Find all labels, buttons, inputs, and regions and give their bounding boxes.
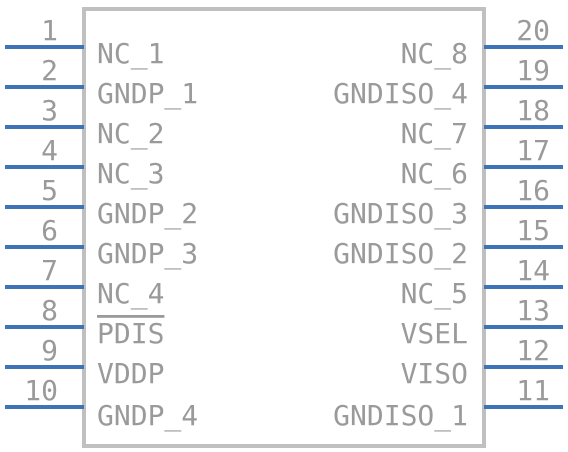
- pin-12-number: 12: [516, 334, 550, 367]
- pin-4-number: 4: [41, 134, 58, 167]
- pin-9-number: 9: [41, 334, 58, 367]
- pin-label-gndp-4: GNDP_4: [97, 399, 198, 433]
- pin-7-number: 7: [41, 254, 58, 287]
- pin-label-gndiso-4: GNDISO_4: [333, 77, 468, 111]
- pin-2-number: 2: [41, 54, 58, 87]
- pin-label-gndiso-2: GNDISO_2: [333, 237, 468, 271]
- pin-label-gndp-2: GNDP_2: [97, 197, 198, 231]
- pin-label-nc-7: NC_7: [401, 117, 468, 151]
- component-body: [82, 7, 486, 448]
- pin-10-number: 10: [24, 374, 58, 407]
- pin-8-number: 8: [41, 294, 58, 327]
- pin-label-nc-4: NC_4: [97, 277, 164, 311]
- pin-5-number: 5: [41, 174, 58, 207]
- pin-label-nc-5: NC_5: [401, 277, 468, 311]
- pin-label-nc-1: NC_1: [97, 37, 164, 71]
- pin-label-gndiso-3: GNDISO_3: [333, 197, 468, 231]
- pin-11-number: 11: [516, 374, 550, 407]
- pin-label-gndp-3: GNDP_3: [97, 237, 198, 271]
- pin-18-number: 18: [516, 94, 550, 127]
- pin-15-number: 15: [516, 214, 550, 247]
- pin-label-nc-2: NC_2: [97, 117, 164, 151]
- pin-6-number: 6: [41, 214, 58, 247]
- pin-19-number: 19: [516, 54, 550, 87]
- pin-label-gndiso-1: GNDISO_1: [333, 399, 468, 433]
- pin-17-number: 17: [516, 134, 550, 167]
- pin-label-pdis: PDIS: [97, 317, 164, 350]
- pin-3-number: 3: [41, 94, 58, 127]
- pin-13-number: 13: [516, 294, 550, 327]
- pin-20-number: 20: [516, 14, 550, 47]
- pin-label-nc-6: NC_6: [401, 157, 468, 191]
- pin-label-viso: VISO: [401, 357, 468, 390]
- pin-16-number: 16: [516, 174, 550, 207]
- pin-label-nc-3: NC_3: [97, 157, 164, 191]
- pin-label-vsel: VSEL: [401, 317, 468, 350]
- pin-label-vddp: VDDP: [97, 357, 164, 390]
- pin-1-number: 1: [41, 14, 58, 47]
- pin-14-number: 14: [516, 254, 550, 287]
- pin-label-gndp-1: GNDP_1: [97, 77, 198, 111]
- pin-label-nc-8: NC_8: [401, 37, 468, 71]
